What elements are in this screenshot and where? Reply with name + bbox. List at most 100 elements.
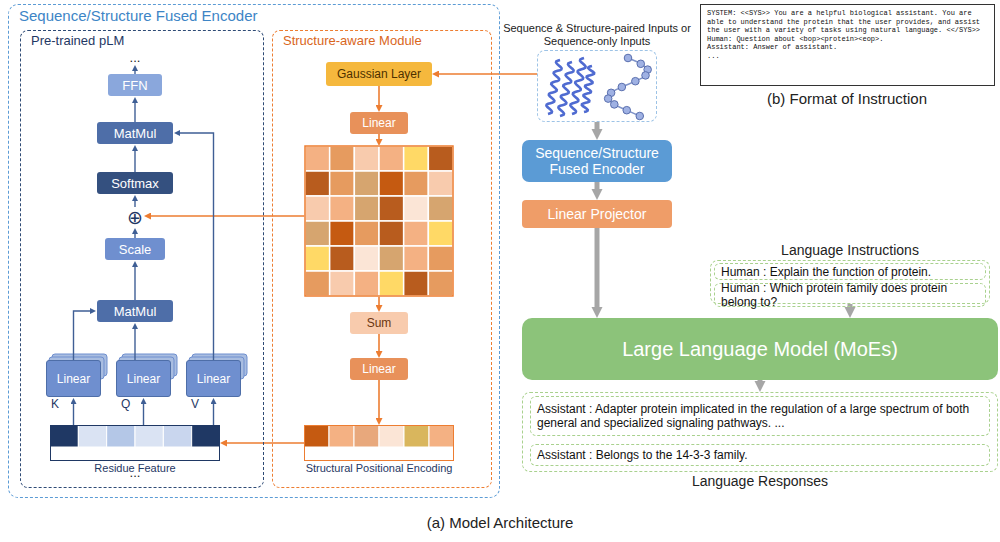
encoding-cell	[329, 425, 354, 447]
node-text: Gaussian Layer	[337, 67, 421, 81]
linear-box: LinearK	[46, 360, 101, 397]
matrix-cell	[379, 246, 404, 271]
matrix-cell	[428, 221, 453, 246]
connector-arrow	[378, 86, 380, 105]
encoding-cells	[304, 425, 454, 447]
attention-bias-arrow	[151, 215, 305, 217]
add-operator: ⊕	[121, 207, 149, 227]
connector-arrow	[595, 182, 600, 189]
node-text: Softmax	[111, 176, 159, 191]
node-text: Linear Projector	[548, 206, 647, 222]
matrix-cell	[404, 271, 429, 296]
encoding-cell	[354, 425, 379, 447]
residue-bead	[642, 72, 650, 80]
residue-chain	[608, 58, 648, 116]
node-text: MatMul	[114, 304, 157, 319]
matrix-cell	[305, 196, 330, 221]
matrix-cell	[379, 196, 404, 221]
matrix-cell	[404, 221, 429, 246]
encoder-box: Sequence/Structure Fused Encoder	[522, 140, 672, 182]
matrix-cell	[354, 171, 379, 196]
feature-cell	[107, 425, 135, 447]
node-text: MatMul	[114, 126, 157, 141]
message-box: Assistant : Adapter protein implicated i…	[530, 396, 990, 436]
encoding-cell	[379, 425, 404, 447]
matrix-cell	[330, 221, 355, 246]
connector-arrow	[213, 404, 214, 425]
matrix-cell	[379, 221, 404, 246]
projector-box: Linear Projector	[522, 200, 672, 228]
linear-box: Linear	[350, 112, 408, 134]
matrix-cell	[428, 146, 453, 171]
matrix-cell	[379, 271, 404, 296]
node-subtext: ...	[707, 52, 988, 61]
feature-cell	[50, 425, 78, 447]
response-group: Language ResponsesAssistant : Adapter pr…	[522, 392, 998, 472]
connector-arrow	[439, 73, 537, 75]
node-text: Structure-aware Module	[283, 33, 422, 48]
linear-box: Linear	[350, 358, 408, 380]
panel-caption: (b) Format of Instruction	[767, 90, 927, 107]
node-subtext: Assistant: Answer of assistant.	[707, 43, 988, 52]
node-text: Language Responses	[692, 473, 828, 489]
linear-box: LinearV	[186, 360, 241, 397]
message-box: Assistant : Belongs to the 14-3-3 family…	[530, 444, 990, 466]
node-text: Pre-trained pLM	[31, 33, 124, 48]
instruction-group: Language InstructionsHuman : Explain the…	[710, 260, 990, 304]
matrix-cell	[428, 271, 453, 296]
connector-arrow	[378, 380, 380, 418]
node-text: Sequence/Structure Fused Encoder	[19, 7, 257, 24]
continuation-mark: ...	[130, 465, 141, 480]
feature-cell	[135, 425, 163, 447]
protein-illustration	[546, 54, 651, 120]
ffn-box: FFN	[108, 74, 162, 96]
residue-bead	[618, 83, 626, 91]
node-text: ⊕	[127, 208, 143, 226]
matrix-cell	[330, 246, 355, 271]
instruction-box: SYSTEM: <<SYS>> You are a helpful biolog…	[700, 4, 995, 86]
node-text: Scale	[119, 242, 152, 257]
connector-arrow	[758, 380, 763, 381]
node-text: Sequence/Structure Fused Encoder	[528, 145, 666, 177]
node-text: Linear	[362, 362, 395, 376]
node-text: Human : Which protein family does protei…	[721, 281, 979, 309]
matrix-cell	[428, 246, 453, 271]
node-text: Assistant : Belongs to the 14-3-3 family…	[537, 448, 983, 462]
node-text: FFN	[122, 78, 147, 93]
encoding-cell	[429, 425, 454, 447]
matrix-cell	[305, 246, 330, 271]
pair-matrix	[305, 146, 453, 296]
matrix-cell	[354, 221, 379, 246]
connector-arrow	[134, 329, 135, 360]
matrix-cell	[354, 196, 379, 221]
node-text: Sequence & Structure-paired Inputs or Se…	[497, 22, 697, 48]
connector-arrow	[74, 311, 91, 360]
matrix-cell	[404, 146, 429, 171]
message-box: Human : Which protein family does protei…	[714, 283, 986, 307]
feature-cell	[192, 425, 220, 447]
matrix-cell	[305, 146, 330, 171]
linear-box: LinearQ	[116, 360, 171, 397]
node-text: Linear	[197, 372, 230, 386]
sum-box: Sum	[350, 312, 408, 334]
matrix-cell	[330, 196, 355, 221]
matrix-cell	[428, 196, 453, 221]
connector-arrow	[134, 151, 135, 172]
residue-bead	[624, 54, 632, 62]
residue-bead	[637, 60, 645, 68]
node-text: Large Language Model (MoEs)	[622, 338, 898, 361]
plm-region: Pre-trained pLMFFNMatMulSoftmax⊕ScaleMat…	[20, 30, 264, 488]
node-subtext: Q	[121, 397, 130, 411]
matrix-cell	[379, 171, 404, 196]
matrix-cell	[305, 221, 330, 246]
matrix-cell	[354, 246, 379, 271]
connector-arrow	[134, 201, 135, 207]
helix-ribbon	[582, 66, 594, 112]
feature-cell	[163, 425, 191, 447]
node-subtext: Human: Question about <bop><protein><eop…	[707, 35, 988, 44]
softmax-box: Softmax	[97, 172, 173, 194]
matrix-cell	[354, 271, 379, 296]
input-panel: Sequence & Structure-paired Inputs or Se…	[537, 50, 657, 122]
residue-bead	[611, 101, 619, 109]
